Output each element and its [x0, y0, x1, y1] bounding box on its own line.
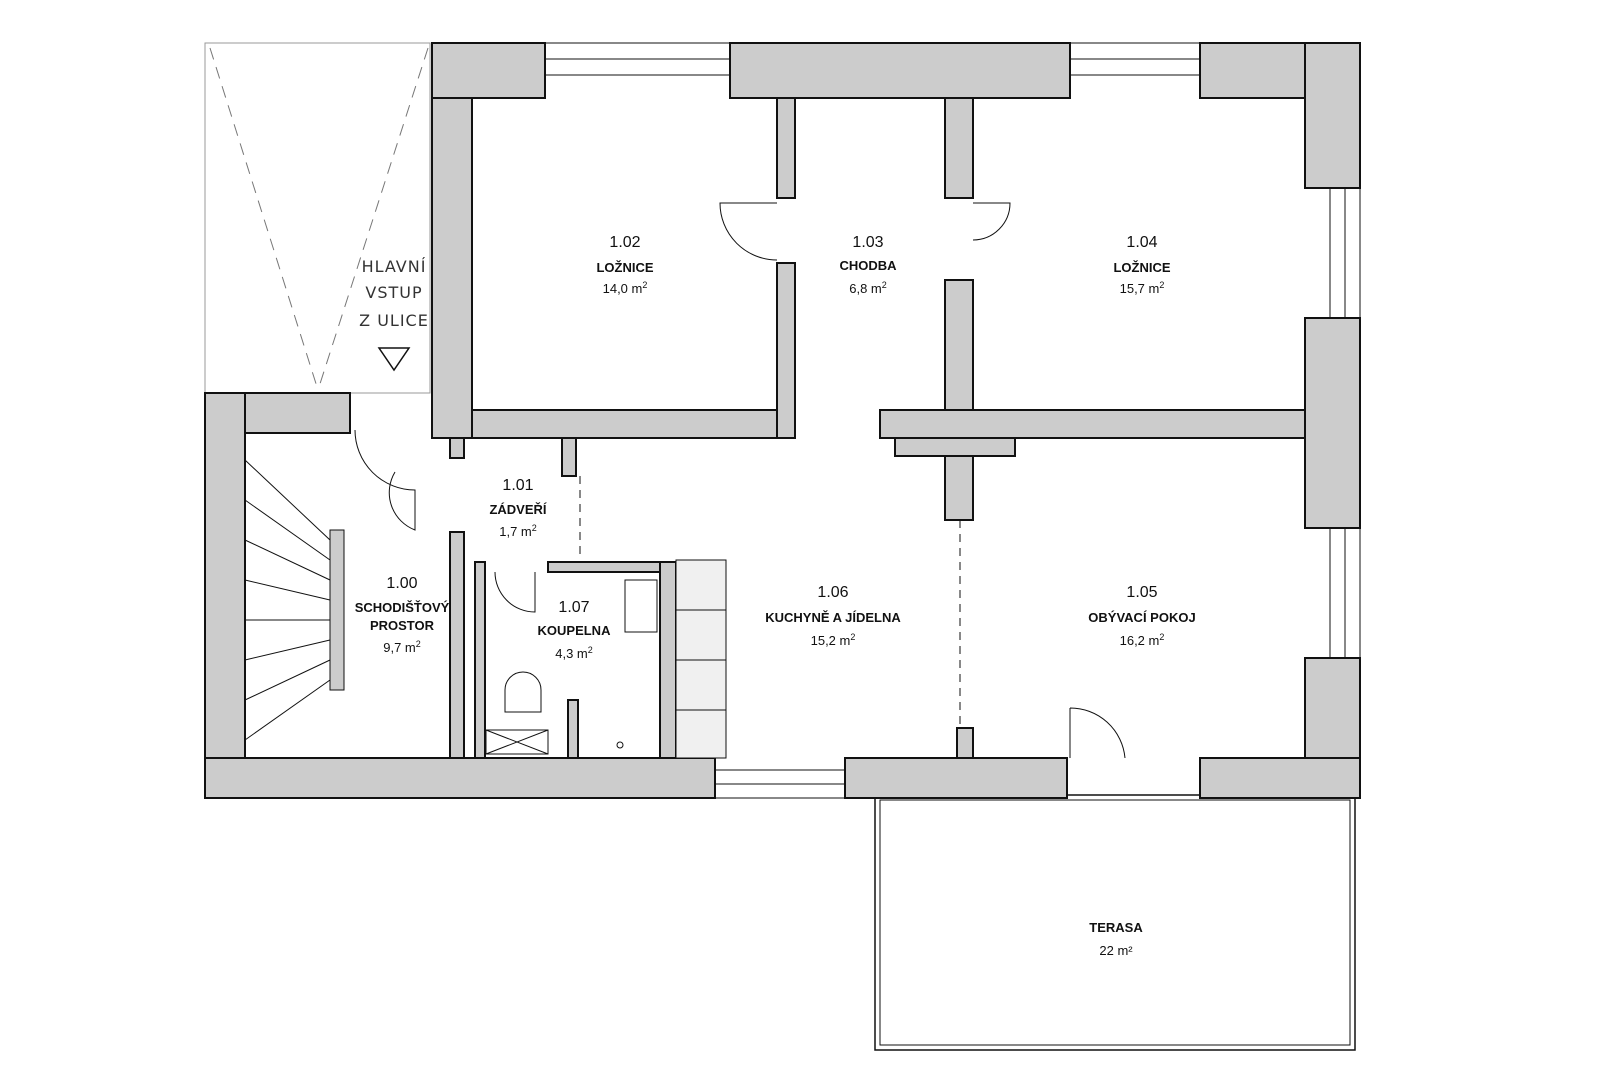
room-1-06-label: 1.06 KUCHYNĚ A JÍDELNA 15,2 m2 — [765, 584, 901, 648]
walls — [204, 42, 1361, 799]
room-area: 6,8 m — [849, 281, 882, 296]
svg-text:14,0 m2: 14,0 m2 — [603, 280, 648, 296]
kitchen-counter — [675, 559, 727, 759]
room-number: 1.04 — [1126, 234, 1157, 251]
room-1-03-label: 1.03 CHODBA 6,8 m2 — [839, 234, 897, 296]
room-1-00-label: 1.00 SCHODIŠŤOVÝ PROSTOR 9,7 m2 — [355, 575, 450, 655]
room-area: 14,0 m — [603, 281, 643, 296]
staircase — [244, 459, 345, 741]
room-area-sup: 2 — [416, 639, 421, 649]
washbasin — [624, 579, 658, 633]
entrance-line-2: VSTUP — [365, 283, 422, 302]
room-area-sup: 2 — [1159, 632, 1164, 642]
entrance-line-1: HLAVNÍ — [362, 257, 427, 276]
terrace-label: TERASA 22 m² — [1089, 920, 1143, 958]
room-area: 9,7 m — [383, 640, 416, 655]
room-area: 4,3 m — [555, 646, 588, 661]
terrace-area: 22 m² — [1099, 943, 1133, 958]
room-area-sup: 2 — [588, 645, 593, 655]
drain-icon — [616, 741, 624, 749]
entrance-line-3: Z ULICE — [359, 311, 429, 330]
room-name: LOŽNICE — [596, 260, 653, 275]
room-area-sup: 2 — [882, 280, 887, 290]
entrance-arrow-icon — [377, 347, 411, 372]
room-1-05-label: 1.05 OBÝVACÍ POKOJ 16,2 m2 — [1088, 584, 1195, 648]
room-number: 1.06 — [817, 584, 848, 601]
svg-text:6,8 m2: 6,8 m2 — [849, 280, 887, 296]
room-area: 1,7 m — [499, 524, 532, 539]
door-1-07[interactable] — [494, 571, 536, 613]
windows — [544, 42, 1361, 799]
svg-text:16,2 m2: 16,2 m2 — [1120, 632, 1165, 648]
room-1-01-label: 1.01 ZÁDVEŘÍ 1,7 m2 — [489, 477, 546, 539]
room-name: PROSTOR — [370, 618, 435, 633]
room-area-sup: 2 — [1159, 280, 1164, 290]
room-number: 1.00 — [386, 575, 417, 592]
room-area: 15,2 m — [811, 633, 851, 648]
entrance-zone — [204, 42, 431, 394]
door-1-02[interactable] — [719, 202, 778, 261]
room-1-07-label: 1.07 KOUPELNA 4,3 m2 — [538, 599, 612, 661]
terrace — [874, 794, 1356, 1051]
room-name: KOUPELNA — [538, 623, 612, 638]
room-name: KUCHYNĚ A JÍDELNA — [765, 610, 901, 625]
room-number: 1.01 — [502, 477, 533, 494]
room-area-sup: 2 — [642, 280, 647, 290]
door-entrance[interactable] — [354, 429, 416, 531]
room-name: SCHODIŠŤOVÝ — [355, 600, 450, 615]
room-name: LOŽNICE — [1113, 260, 1170, 275]
room-area-sup: 2 — [850, 632, 855, 642]
terrace-name: TERASA — [1089, 920, 1143, 935]
room-number: 1.02 — [609, 234, 640, 251]
svg-text:1,7 m2: 1,7 m2 — [499, 523, 537, 539]
room-number: 1.03 — [852, 234, 883, 251]
door-1-04[interactable] — [972, 202, 1011, 241]
room-1-04-label: 1.04 LOŽNICE 15,7 m2 — [1113, 234, 1170, 296]
room-area: 15,7 m — [1120, 281, 1160, 296]
svg-text:9,7 m2: 9,7 m2 — [383, 639, 421, 655]
room-1-02-label: 1.02 LOŽNICE 14,0 m2 — [596, 234, 653, 296]
toilet — [504, 671, 542, 713]
svg-text:15,7 m2: 15,7 m2 — [1120, 280, 1165, 296]
room-name: OBÝVACÍ POKOJ — [1088, 610, 1195, 625]
room-area: 16,2 m — [1120, 633, 1160, 648]
room-name: CHODBA — [839, 258, 897, 273]
shower-tray — [485, 729, 549, 755]
doors — [354, 202, 1126, 759]
svg-text:4,3 m2: 4,3 m2 — [555, 645, 593, 661]
entrance-label: HLAVNÍ VSTUP Z ULICE — [359, 257, 429, 330]
svg-text:15,2 m2: 15,2 m2 — [811, 632, 856, 648]
room-number: 1.07 — [558, 599, 589, 616]
bathroom-fixtures — [485, 579, 658, 755]
room-number: 1.05 — [1126, 584, 1157, 601]
room-area-sup: 2 — [532, 523, 537, 533]
door-terrace[interactable] — [1069, 707, 1126, 759]
room-name: ZÁDVEŘÍ — [489, 502, 546, 517]
